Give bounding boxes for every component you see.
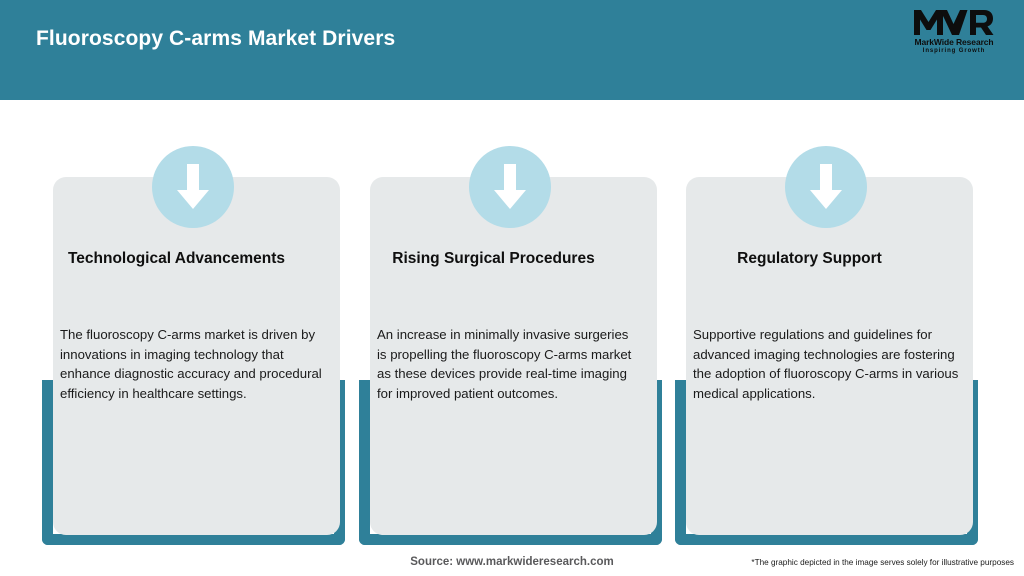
header-bar: Fluoroscopy C-arms Market Drivers MarkWi…: [0, 0, 1024, 100]
card-panel: [370, 177, 657, 535]
logo-company-name: MarkWide Research: [914, 37, 994, 47]
down-arrow-glyph: [494, 164, 526, 209]
driver-card-3: Regulatory Support Supportive regulation…: [666, 100, 986, 550]
card-panel: [53, 177, 340, 535]
card-title: Regulatory Support: [737, 250, 882, 267]
down-arrow-icon: [152, 146, 234, 228]
card-title: Rising Surgical Procedures: [392, 250, 595, 267]
mwr-logo-icon: [914, 10, 994, 35]
driver-cards-container: Technological Advancements The fluorosco…: [0, 100, 1024, 550]
card-body-text: An increase in minimally invasive surger…: [377, 327, 632, 401]
disclaimer-text: *The graphic depicted in the image serve…: [751, 558, 1014, 567]
down-arrow-icon: [785, 146, 867, 228]
down-arrow-glyph: [810, 164, 842, 209]
logo-tagline: Inspiring Growth: [922, 48, 986, 54]
down-arrow-icon: [469, 146, 551, 228]
card-panel: [686, 177, 973, 535]
card-body-text: The fluoroscopy C-arms market is driven …: [60, 327, 322, 401]
card-title: Technological Advancements: [67, 250, 286, 267]
page-title: Fluoroscopy C-arms Market Drivers: [36, 27, 396, 50]
down-arrow-glyph: [177, 164, 209, 209]
driver-card-1: Technological Advancements The fluorosco…: [33, 100, 353, 550]
driver-card-2: Rising Surgical Procedures An increase i…: [350, 100, 670, 550]
card-body-text: Supportive regulations and guidelines fo…: [693, 327, 959, 401]
source-label: Source: www.markwideresearch.com: [410, 556, 614, 568]
brand-logo: MarkWide Research Inspiring Growth: [902, 9, 1006, 61]
